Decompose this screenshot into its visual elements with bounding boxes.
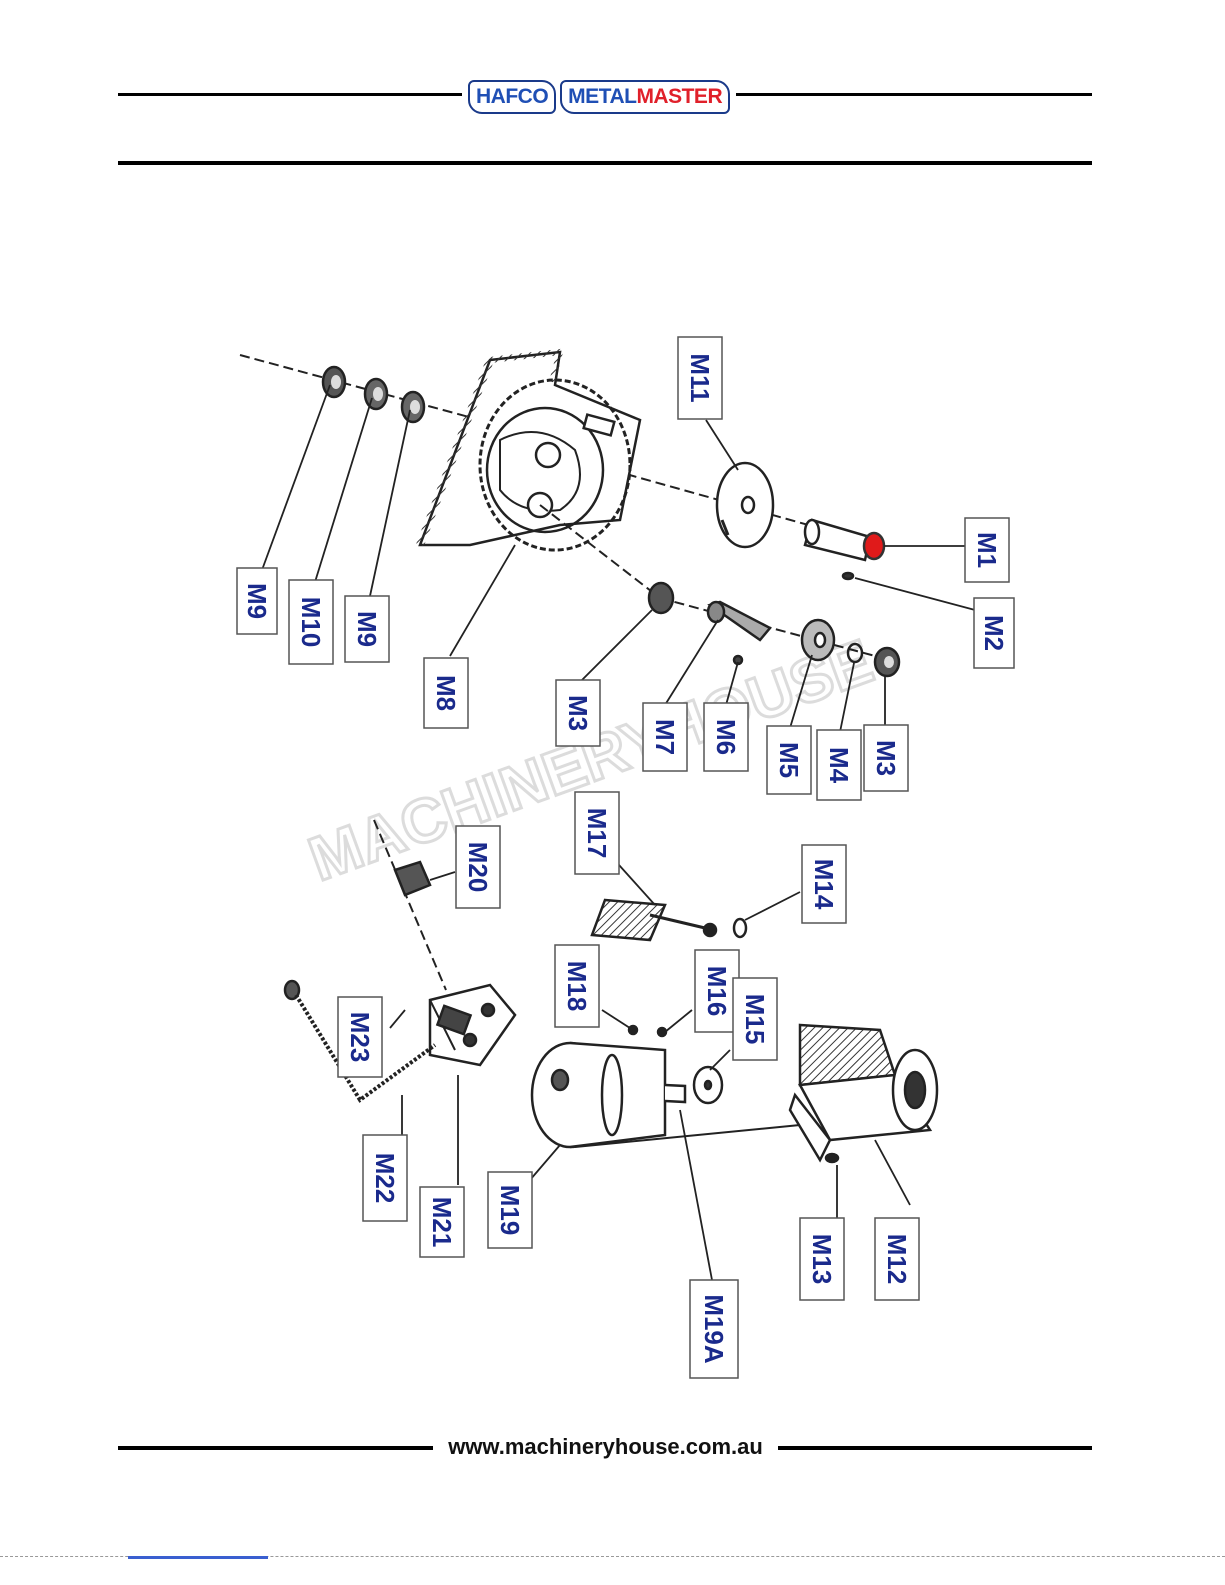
part-label-text: M4 bbox=[824, 747, 854, 784]
washer-m5 bbox=[802, 620, 834, 660]
part-label-text: M7 bbox=[650, 719, 680, 755]
clip-m14 bbox=[734, 919, 746, 937]
part-label-text: M9 bbox=[352, 611, 382, 647]
part-label-text: M1 bbox=[972, 532, 1002, 568]
part-label-m15: M15 bbox=[733, 978, 777, 1060]
part-label-m18: M18 bbox=[555, 945, 599, 1027]
footer-website-url[interactable]: www.machineryhouse.com.au bbox=[433, 1434, 778, 1460]
part-label-text: M23 bbox=[345, 1012, 375, 1063]
part-label-m20: M20 bbox=[456, 826, 500, 908]
motor-body-m19 bbox=[532, 1043, 685, 1147]
part-label-text: M5 bbox=[774, 742, 804, 778]
part-label-text: M22 bbox=[370, 1153, 400, 1204]
part-label-m12: M12 bbox=[875, 1218, 919, 1300]
part-label-m5: M5 bbox=[767, 726, 811, 794]
washer-m10 bbox=[365, 379, 387, 409]
pin-m2 bbox=[843, 573, 853, 579]
part-label-text: M11 bbox=[685, 353, 715, 402]
part-label-m2: M2 bbox=[974, 598, 1014, 668]
part-label-m9: M9 bbox=[345, 596, 389, 662]
part-label-text: M10 bbox=[296, 597, 326, 648]
knob-m20 bbox=[395, 862, 430, 895]
part-label-m6: M6 bbox=[704, 703, 748, 771]
pulley-disc-m11 bbox=[717, 463, 773, 547]
part-label-text: M3 bbox=[563, 695, 593, 731]
part-label-text: M8 bbox=[431, 675, 461, 711]
part-label-m19a: M19A bbox=[690, 1280, 738, 1378]
part-label-text: M3 bbox=[871, 740, 901, 776]
part-label-text: M21 bbox=[427, 1197, 457, 1248]
part-label-m21: M21 bbox=[420, 1187, 464, 1257]
screws-m18-m16 bbox=[629, 1026, 666, 1036]
nut-m3-lower bbox=[875, 648, 899, 676]
part-label-text: M12 bbox=[882, 1234, 912, 1285]
part-label-m3: M3 bbox=[864, 725, 908, 791]
gearbox-housing-m12 bbox=[790, 1025, 937, 1160]
part-label-m23: M23 bbox=[338, 997, 382, 1077]
part-label-text: M9 bbox=[242, 583, 272, 619]
part-label-m19: M19 bbox=[488, 1172, 532, 1248]
nut-m9-right bbox=[402, 392, 424, 422]
part-label-text: M17 bbox=[582, 808, 612, 859]
part-label-m4: M4 bbox=[817, 730, 861, 800]
part-label-text: M13 bbox=[807, 1234, 837, 1285]
bottom-link-bar bbox=[128, 1556, 268, 1559]
motor-mount-plate-m8 bbox=[420, 352, 640, 550]
part-label-text: M14 bbox=[809, 859, 839, 910]
part-label-m7: M7 bbox=[643, 703, 687, 771]
part-label-m17: M17 bbox=[575, 792, 619, 874]
part-label-text: M6 bbox=[711, 719, 741, 755]
part-label-m8: M8 bbox=[424, 658, 468, 728]
part-label-text: M20 bbox=[463, 842, 493, 893]
part-label-m1: M1 bbox=[965, 518, 1009, 582]
part-label-m14: M14 bbox=[802, 845, 846, 923]
switch-box-m21 bbox=[430, 985, 515, 1065]
part-label-text: M16 bbox=[702, 966, 732, 1017]
screw-m13 bbox=[826, 1154, 838, 1162]
sleeve-m1 bbox=[805, 520, 884, 560]
part-label-m13: M13 bbox=[800, 1218, 844, 1300]
part-label-m11: M11 bbox=[678, 337, 722, 419]
part-label-text: M2 bbox=[979, 615, 1009, 651]
part-label-m10: M10 bbox=[289, 580, 333, 664]
part-label-m3: M3 bbox=[556, 680, 600, 746]
part-label-text: M19 bbox=[495, 1185, 525, 1236]
nut-m3-upper bbox=[649, 583, 673, 613]
washer-m15 bbox=[694, 1067, 722, 1103]
part-label-text: M15 bbox=[740, 994, 770, 1045]
plate-m17 bbox=[592, 900, 716, 940]
part-label-text: M19A bbox=[699, 1294, 729, 1364]
part-label-text: M18 bbox=[562, 961, 592, 1012]
part-label-m9: M9 bbox=[237, 568, 277, 634]
part-label-m22: M22 bbox=[363, 1135, 407, 1221]
